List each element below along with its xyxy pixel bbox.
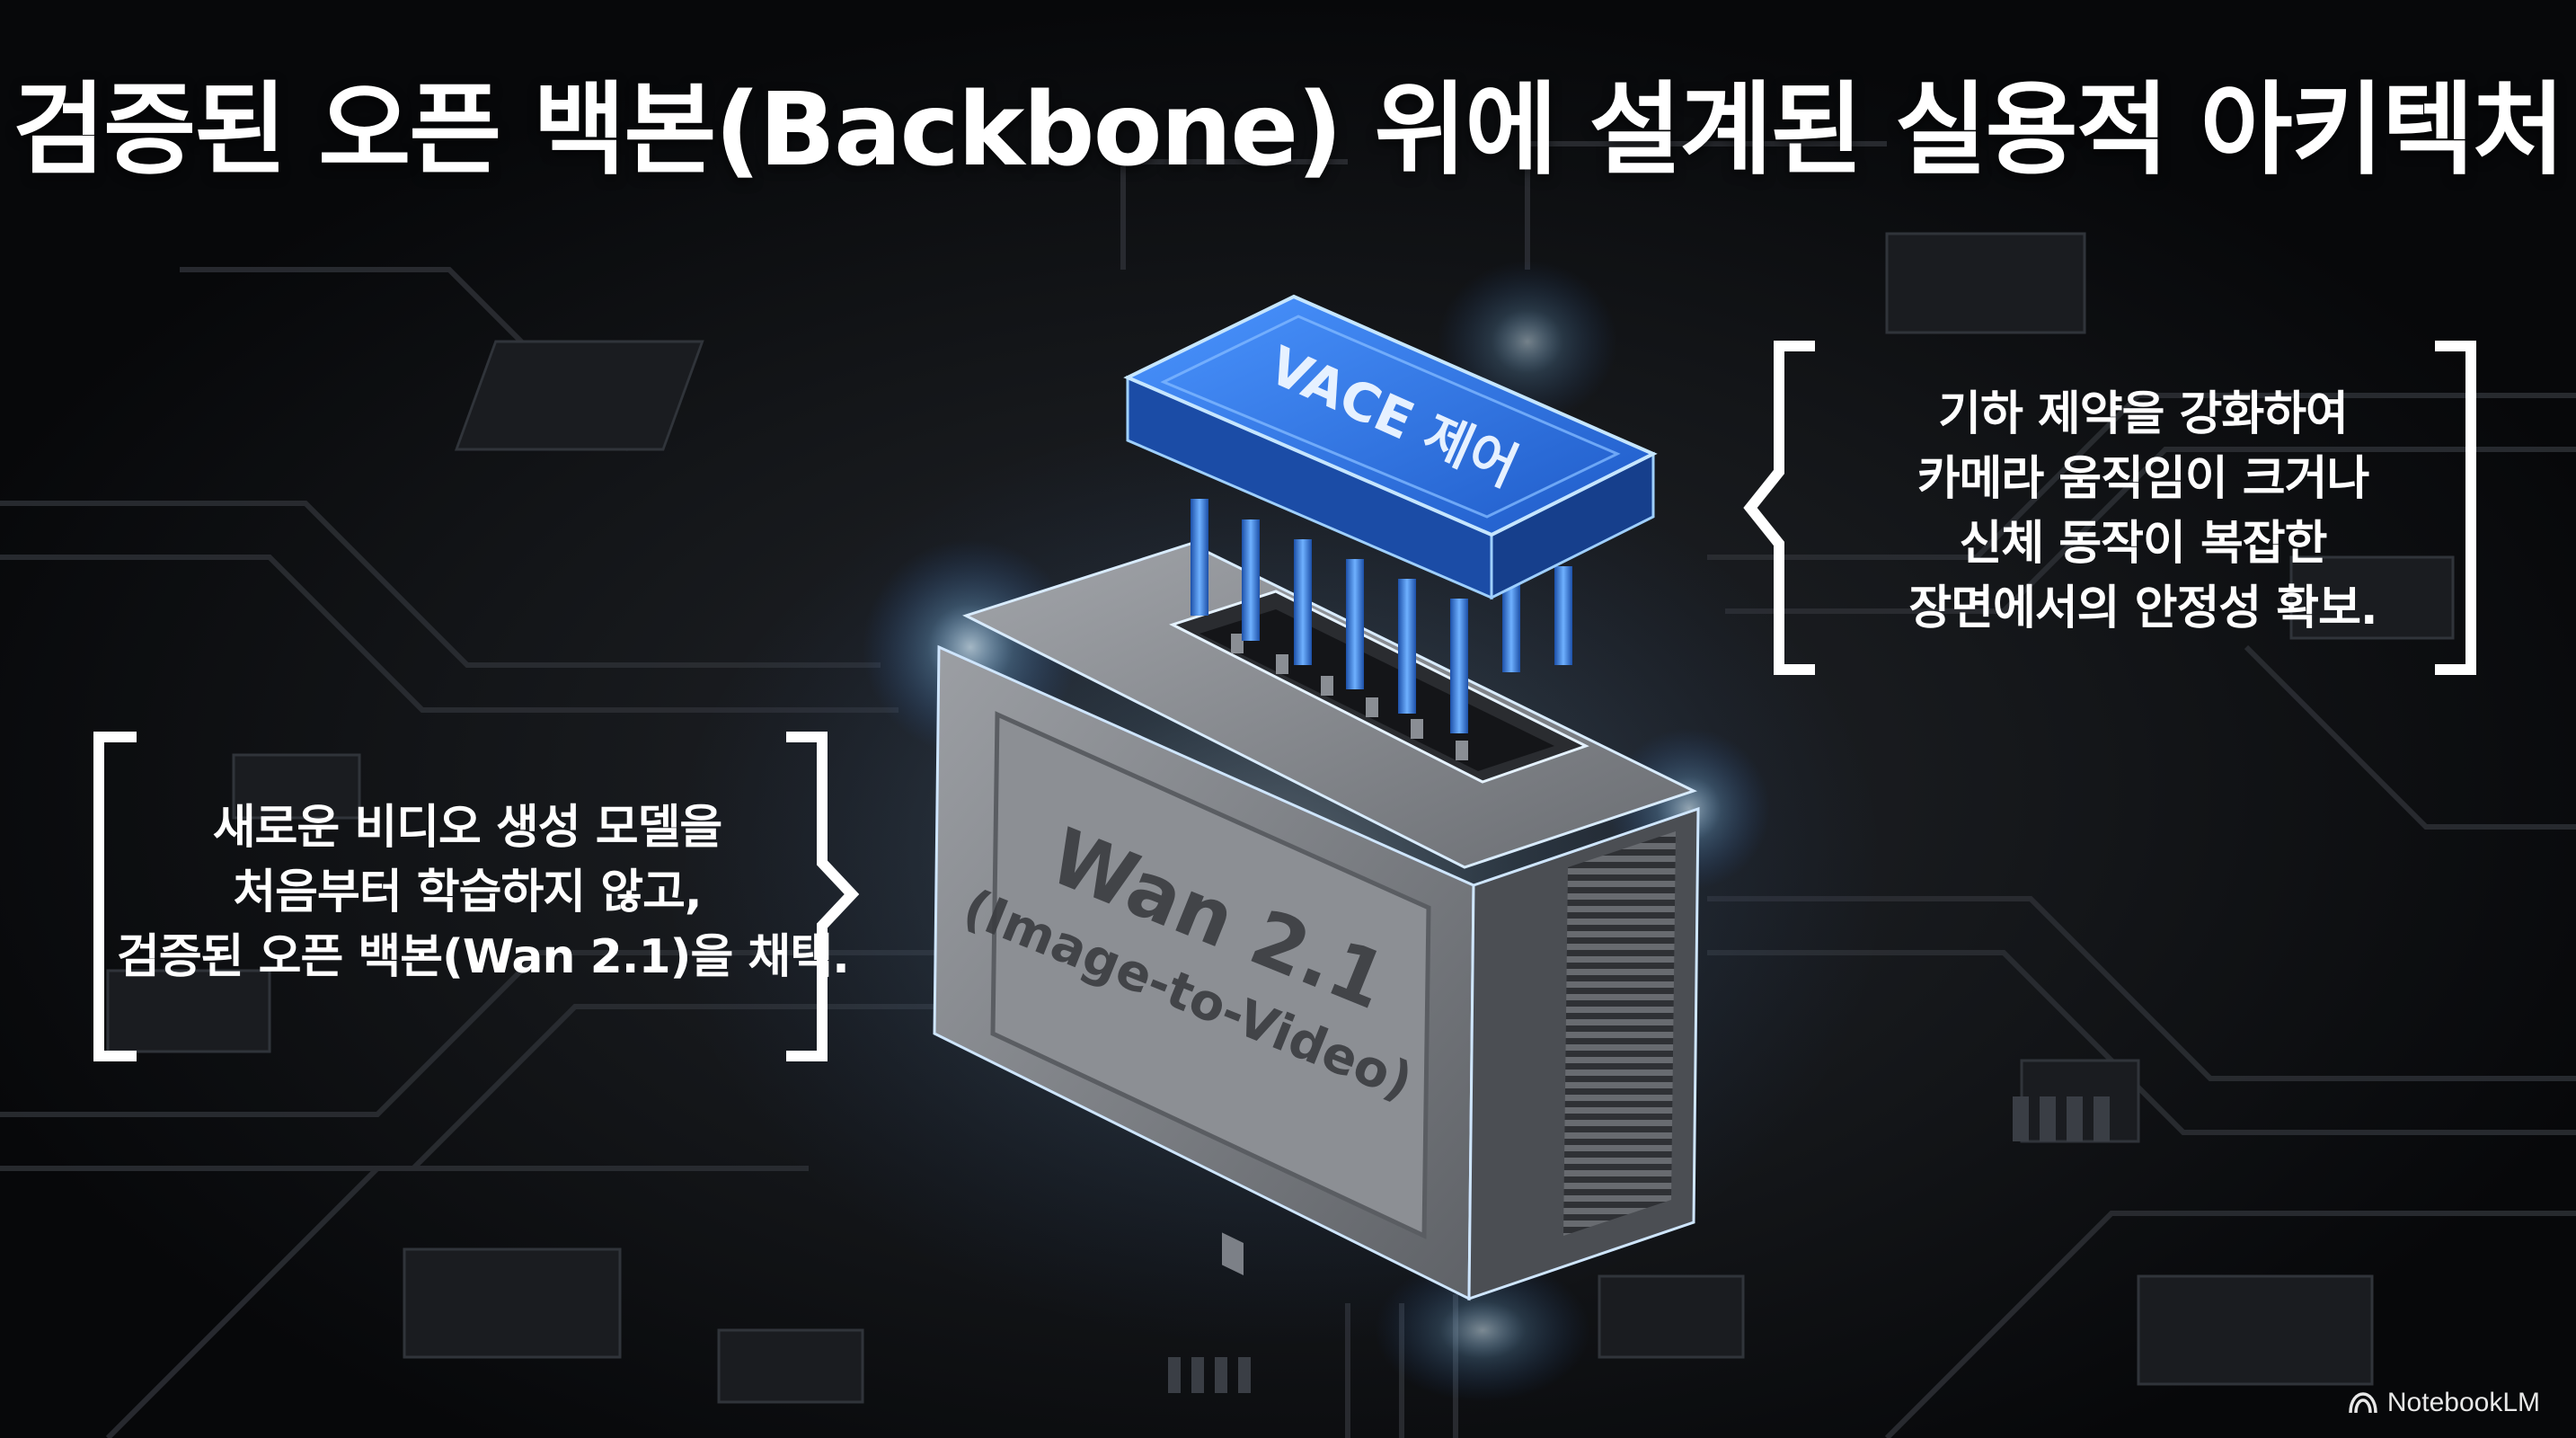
callout-left-line-3: 검증된 오픈 백본(Wan 2.1)을 채택. <box>117 930 850 984</box>
callout-right-line-1: 기하 제약을 강화하여 <box>1938 387 2349 441</box>
callout-right: 기하 제약을 강화하여 카메라 움직임이 크거나 신체 동작이 복잡한 장면에서… <box>1743 341 2498 675</box>
notebooklm-watermark: NotebookLM <box>2348 1388 2540 1418</box>
curly-bracket-left-icon <box>1743 341 2476 675</box>
callout-right-line-4: 장면에서의 안정성 확보. <box>1908 581 2377 635</box>
notebooklm-icon <box>2349 1392 2377 1414</box>
curly-bracket-right-icon <box>93 732 860 1061</box>
callout-right-line-3: 신체 동작이 복잡한 <box>1959 517 2328 571</box>
slide-title: 검증된 오픈 백본(Backbone) 위에 설계된 실용적 아키텍처 <box>13 72 2565 189</box>
wan-module: Wan 2.1 (Image-to-Video) <box>933 542 1700 1301</box>
vace-connector: VACE 제어 <box>1123 294 1658 733</box>
callout-left: 새로운 비디오 생성 모델을 처음부터 학습하지 않고, 검증된 오픈 백본(W… <box>90 732 881 1061</box>
callout-left-line-2: 처음부터 학습하지 않고, <box>233 865 702 919</box>
callout-left-line-1: 새로운 비디오 생성 모델을 <box>212 801 723 855</box>
callout-right-line-2: 카메라 움직임이 크거나 <box>1917 452 2370 506</box>
watermark-text: NotebookLM <box>2386 1388 2540 1417</box>
